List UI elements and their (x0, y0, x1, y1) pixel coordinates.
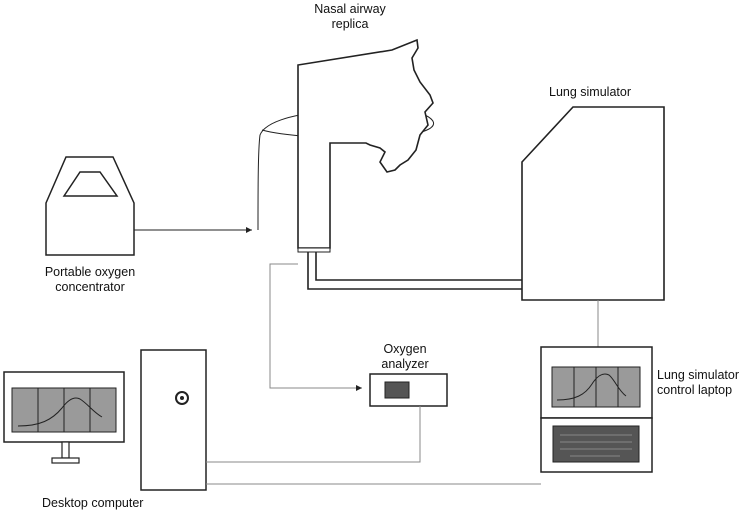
nasal-airway-replica-label-line-1: Nasal airway (314, 2, 386, 16)
desktop-computer-label: Desktop computer (42, 496, 144, 510)
laptop-icon (540, 346, 653, 473)
sampling-line (269, 263, 362, 391)
oxygen-analyzer-label-line-1: Oxygen (383, 342, 427, 356)
desktop-monitor-icon (3, 371, 125, 464)
analyzer-cable (206, 406, 421, 463)
oxygen-analyzer-label-line-2: analyzer (381, 357, 429, 371)
lung-simulator-label: Lung simulator (549, 85, 631, 99)
lung-simulator-control-laptop-label: Lung simulator control laptop (657, 368, 739, 398)
portable-oxygen-concentrator-label-line-1: Portable oxygen (44, 265, 136, 279)
airway-tube (307, 252, 522, 290)
laptop-label-line-2: control laptop (657, 383, 733, 397)
oxygen-analyzer-icon (369, 373, 448, 407)
oxygen-concentrator-icon (45, 156, 135, 256)
desktop-tower-icon (140, 349, 207, 491)
lung-simulator-icon (521, 106, 665, 301)
portable-oxygen-concentrator-label: Portable oxygen concentrator (30, 265, 150, 295)
nasal-airway-replica-icon (297, 38, 434, 253)
laptop-label-line-1: Lung simulator (657, 368, 739, 382)
nasal-airway-replica-label: Nasal airway replica (300, 2, 400, 32)
nasal-airway-replica-label-line-2: replica (331, 17, 369, 31)
oxygen-analyzer-label: Oxygen analyzer (365, 342, 445, 372)
portable-oxygen-concentrator-label-line-2: concentrator (55, 280, 125, 294)
